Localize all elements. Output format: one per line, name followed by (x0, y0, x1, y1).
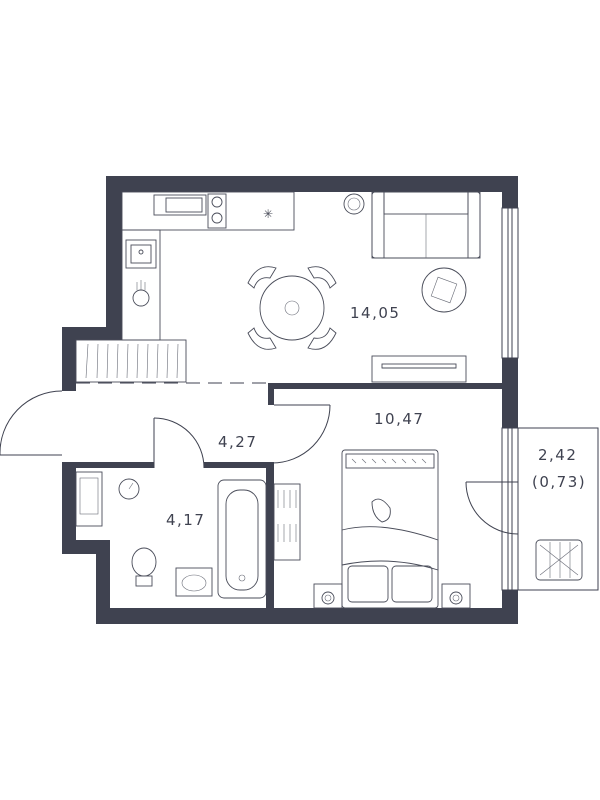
bedroom-shelf (273, 483, 301, 561)
doors (0, 390, 519, 535)
sofa (371, 191, 481, 259)
bedroom-area: 10,47 (374, 410, 424, 428)
bed (341, 449, 439, 609)
laundry-basket-icon (535, 539, 583, 581)
hallway-area: 4,27 (218, 433, 257, 451)
kitchen-furniture: ✳ (121, 191, 365, 341)
balcony (517, 427, 599, 591)
nightstand-left (313, 583, 343, 609)
balcony-area: 2,42 (538, 446, 577, 464)
balcony-reduced-area: (0,73) (532, 473, 586, 491)
bathroom-fixtures (75, 471, 267, 599)
walls (62, 176, 518, 624)
tv-stand (371, 355, 467, 383)
dining-table (247, 266, 337, 350)
windows (501, 207, 519, 591)
living-kitchen-area: 14,05 (350, 304, 400, 322)
bathroom-area: 4,17 (166, 511, 205, 529)
nightstand-right (441, 583, 471, 609)
round-rug (421, 267, 467, 313)
wardrobe (75, 339, 187, 383)
svg-text:✳: ✳ (263, 207, 273, 221)
